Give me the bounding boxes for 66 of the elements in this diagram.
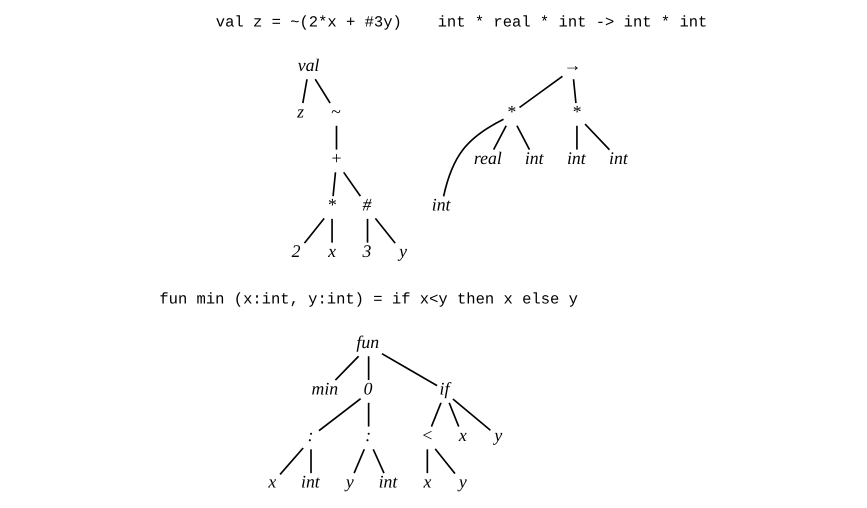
node-text: int <box>608 148 628 168</box>
label: val z = ~(2*x + #3y) <box>215 14 402 32</box>
node-text: int <box>566 148 586 168</box>
node-text: int <box>431 194 450 215</box>
node-text: → <box>563 54 581 75</box>
connector <box>426 449 428 474</box>
node-text: y <box>345 472 354 492</box>
connector <box>381 352 437 386</box>
connector <box>516 125 530 150</box>
node-text: int <box>300 472 320 492</box>
connector <box>367 402 369 427</box>
node-text: z <box>296 101 304 122</box>
node-text: x <box>328 241 336 262</box>
connector <box>303 218 324 244</box>
node-text: # <box>362 194 371 215</box>
node-text: 0 <box>363 378 372 398</box>
connector <box>310 449 312 474</box>
node-text: * <box>571 101 580 122</box>
node-text: fun <box>356 332 379 352</box>
node-text: int <box>378 472 397 492</box>
node-text: * <box>506 101 515 122</box>
label: fun min (x:int, y:int) = if x<y then x else y <box>158 290 578 309</box>
connector <box>452 398 490 431</box>
connector <box>335 126 337 150</box>
connector <box>434 448 456 474</box>
label: int * real * int -> int * int <box>437 14 707 32</box>
connector <box>518 76 562 108</box>
node-text: : <box>307 425 314 446</box>
connector <box>334 356 359 381</box>
node-text: ~ <box>330 101 340 122</box>
node-text: min <box>311 378 338 398</box>
connector <box>330 218 332 243</box>
connector <box>332 172 336 196</box>
node-text: y <box>494 425 502 446</box>
connector <box>442 118 504 196</box>
connector <box>576 126 578 150</box>
node-text: : <box>364 425 371 446</box>
node-text: y <box>398 241 406 262</box>
connector <box>366 218 368 243</box>
node-text: real <box>473 148 502 168</box>
connector <box>318 398 361 432</box>
connector <box>302 79 308 104</box>
connector <box>278 447 304 475</box>
connector <box>367 356 369 380</box>
node-text: 2 <box>291 241 300 262</box>
node-text: + <box>330 148 342 168</box>
node-text: val <box>297 54 319 75</box>
connector <box>430 402 442 427</box>
node-text: x <box>422 472 431 492</box>
connector <box>448 402 459 427</box>
connector <box>372 448 384 474</box>
connector <box>342 172 361 197</box>
connector <box>584 123 610 150</box>
node-text: * <box>326 194 336 215</box>
connector <box>314 78 330 104</box>
node-text: x <box>458 425 466 446</box>
node-text: int <box>524 148 544 168</box>
node-text: if <box>439 378 449 398</box>
connector <box>572 79 576 104</box>
connector <box>492 125 506 150</box>
connector <box>352 449 365 474</box>
node-text: y <box>458 472 466 492</box>
node-text: < <box>420 425 433 446</box>
node-text: 3 <box>362 241 371 262</box>
node-text: x <box>268 472 276 492</box>
connector <box>374 218 396 244</box>
